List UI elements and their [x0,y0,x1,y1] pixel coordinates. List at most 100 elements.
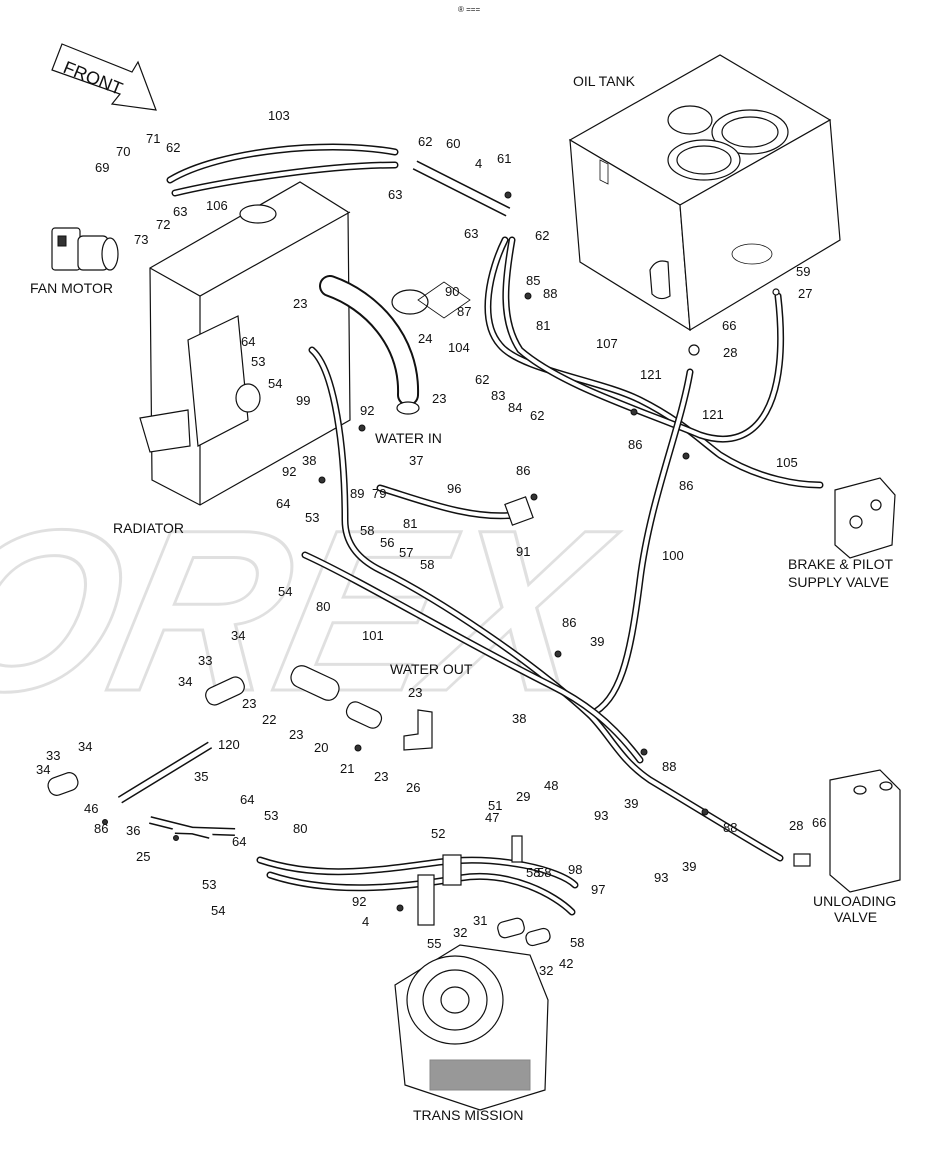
callout: 25 [136,849,150,864]
watermark-text: OREX [0,482,631,739]
brake-pilot-label-1: BRAKE & PILOT [788,556,893,572]
callout: 63 [173,204,187,219]
callout: 64 [276,496,290,511]
callout: 121 [640,367,662,382]
callout: 96 [447,481,461,496]
callout: 32 [539,963,553,978]
transmission [394,944,549,1111]
callout: 60 [446,136,460,151]
callout: 79 [372,486,386,501]
callout: 92 [352,894,366,909]
callout: 58 [420,557,434,572]
fittings [102,191,811,947]
callout: 86 [562,615,576,630]
callout: 69 [95,160,109,175]
callout: 91 [516,544,530,559]
callout: 22 [262,712,276,727]
callout: 93 [594,808,608,823]
callout: 48 [544,778,558,793]
callout: 66 [722,318,736,333]
callout: 31 [473,913,487,928]
callout: 101 [362,628,384,643]
callout: 58 [570,935,584,950]
radiator [139,181,351,506]
callout: 47 [485,810,499,825]
callout: 71 [146,131,160,146]
callout: 23 [293,296,307,311]
callout: 88 [543,286,557,301]
callout: 104 [448,340,470,355]
water-out-pipes [47,665,433,796]
callout: 4 [475,156,482,171]
callout: 23 [289,727,303,742]
callout: 120 [218,737,240,752]
callout: 105 [776,455,798,470]
callout: 59 [796,264,810,279]
callout: 39 [624,796,638,811]
callout: 70 [116,144,130,159]
callout: 80 [316,599,330,614]
callout: 37 [409,453,423,468]
unloading-valve [829,769,901,893]
callout: 62 [166,140,180,155]
water-out-label: WATER OUT [390,661,473,677]
callout: 23 [432,391,446,406]
callout: 28 [789,818,803,833]
callout: 66 [812,815,826,830]
callout: 53 [264,808,278,823]
callout: 93 [654,870,668,885]
callout: 55 [427,936,441,951]
callout: 23 [374,769,388,784]
callout: 121 [702,407,724,422]
callout: 64 [232,834,246,849]
callout: 99 [296,393,310,408]
callout: 72 [156,217,170,232]
callout: 34 [178,674,192,689]
callout: 86 [679,478,693,493]
fan-motor-label: FAN MOTOR [30,280,113,296]
callout: 73 [134,232,148,247]
water-hoses [319,275,471,415]
callout: 62 [475,372,489,387]
callout: 42 [559,956,573,971]
callout: 88 [723,820,737,835]
callout: 32 [453,925,467,940]
callout: 83 [491,388,505,403]
callout: 4 [362,914,369,929]
callouts: 103 62 60 71 70 62 69 106 63 72 73 63 4 … [36,108,826,978]
brake-pilot-valve [834,477,896,559]
callout: 64 [241,334,255,349]
callout: 34 [78,739,92,754]
callout: 54 [211,903,225,918]
callout: 26 [406,780,420,795]
callout: 54 [268,376,282,391]
callout: 57 [399,545,413,560]
header-mark: ® === [458,5,480,14]
callout: 61 [497,151,511,166]
callout: 58 [526,865,540,880]
callout: 106 [206,198,228,213]
callout: 34 [231,628,245,643]
callout: 36 [126,823,140,838]
callout: 100 [662,548,684,563]
unloading-label-2: VALVE [834,909,877,925]
oil-tank [568,54,841,332]
callout: 23 [408,685,422,700]
fan-motor [51,227,119,271]
callout: 64 [240,792,254,807]
callout: 53 [202,877,216,892]
callout: 97 [591,882,605,897]
watermark: OREX [0,481,633,741]
water-in-label: WATER IN [375,430,442,446]
callout: 34 [36,762,50,777]
callout: 81 [403,516,417,531]
callout: 92 [360,403,374,418]
callout: 56 [380,535,394,550]
callout: 20 [314,740,328,755]
callout: 90 [445,284,459,299]
callout: 84 [508,400,522,415]
callout: 39 [590,634,604,649]
callout: 33 [46,748,60,763]
callout: 53 [251,354,265,369]
